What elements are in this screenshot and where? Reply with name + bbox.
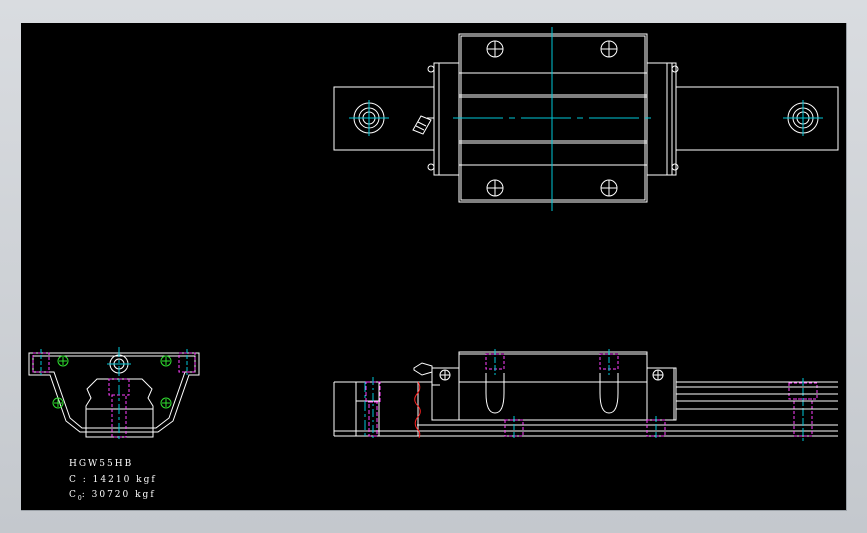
dynamic-load-symbol: C [69,475,78,485]
dynamic-load-value: : 14210 kgf [82,475,157,485]
cad-drawing [28,27,839,441]
grease-nipple [412,115,434,135]
cad-canvas[interactable]: HGW55HB C : 14210 kgf C0: 30720 kgf [21,23,847,511]
static-load-rating: C0: 30720 kgf [69,490,156,502]
top-view [333,27,839,211]
break-line [414,381,421,439]
static-load-value: : 30720 kgf [81,490,156,500]
side-view [333,349,838,441]
block-holes [486,40,618,197]
static-load-subscript: 0 [77,494,82,502]
rail-hole-right [783,100,823,136]
retainer-bolts [52,355,172,409]
static-load-symbol: C [69,490,78,500]
model-label: HGW55HB [69,459,134,469]
front-view [28,347,200,441]
dynamic-load-rating: C : 14210 kgf [69,475,157,485]
rail-hole-left [349,100,389,136]
